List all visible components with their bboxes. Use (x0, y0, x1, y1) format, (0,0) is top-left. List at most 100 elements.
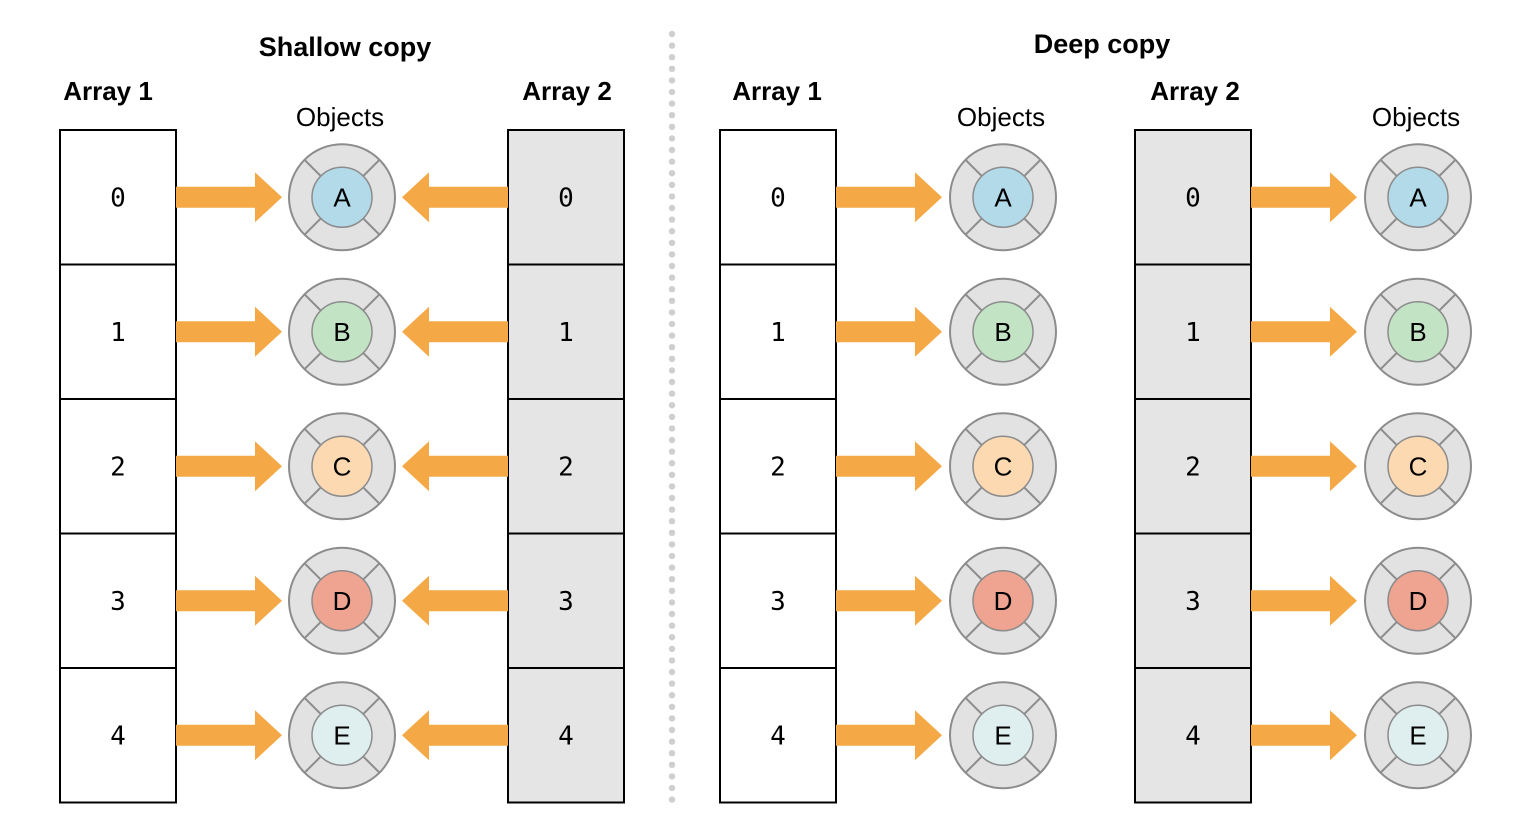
divider-dot (668, 286, 676, 293)
divider-dot (668, 738, 676, 745)
object-spoke (1438, 352, 1457, 370)
object-spoke (1379, 621, 1398, 639)
deep-array2-index: 4 (1185, 721, 1201, 751)
object-spoke (362, 159, 381, 177)
divider-dot (668, 30, 676, 38)
shallow-array2-index: 0 (558, 183, 574, 213)
divider-dot (668, 170, 676, 177)
deep-array2-cell (1134, 532, 1252, 669)
object-core (311, 301, 373, 363)
object-core (972, 166, 1034, 228)
divider-dot (668, 100, 676, 107)
divider-dot (668, 599, 676, 606)
divider-dot (668, 750, 676, 757)
deep-array2-arrow (1251, 575, 1357, 626)
deep-array2-arrow (1251, 441, 1357, 492)
shallow-array2-arrow (402, 710, 508, 761)
object-spoke (1023, 428, 1042, 446)
divider-dot (668, 355, 676, 362)
divider-dot (668, 692, 676, 699)
deep-array2-index: 0 (1185, 183, 1201, 213)
divider-dot (668, 610, 676, 618)
object-core (311, 704, 373, 766)
object-core (1387, 570, 1449, 632)
deep-array2-index: 3 (1185, 587, 1201, 617)
deep-array2-arrow (1251, 306, 1357, 357)
deep-object1-a: A (949, 143, 1057, 252)
shallow-array2-arrow (402, 575, 508, 626)
deep-array1-index: 1 (770, 318, 786, 348)
object-spoke (1023, 697, 1042, 715)
object-letter: B (333, 317, 350, 347)
divider-dot (668, 668, 676, 676)
deep-object2-b: B (1364, 277, 1472, 386)
object-spoke (1379, 352, 1398, 370)
object-core (972, 570, 1034, 632)
divider-dot (668, 297, 676, 304)
divider-dot (668, 390, 676, 397)
object-spoke (1023, 293, 1042, 312)
object-core (972, 435, 1034, 497)
shallow-object-c: C (288, 412, 396, 521)
divider-dot (668, 425, 676, 432)
deep-array1-index: 4 (770, 721, 786, 751)
shallow-array1-arrow (176, 441, 282, 492)
divider-dot (668, 402, 676, 409)
object-core (972, 301, 1034, 363)
shallow-array1-index: 4 (110, 721, 126, 751)
divider-dot (668, 506, 676, 513)
object-spoke (1379, 562, 1398, 581)
object-core (1387, 301, 1449, 363)
divider-dot (668, 715, 676, 722)
object-letter: A (1409, 182, 1427, 212)
object-letter: D (333, 586, 352, 616)
object-spoke (1438, 159, 1457, 177)
deep-array1-arrow (836, 172, 942, 223)
divider-dot (668, 274, 676, 281)
shallow-array2-cell (507, 398, 625, 535)
deep-array1-index: 2 (770, 452, 786, 482)
object-spoke (1438, 621, 1457, 639)
divider-dot (668, 413, 676, 420)
object-spoke (303, 352, 322, 370)
object-spoke (303, 217, 322, 236)
divider-dot (668, 378, 676, 386)
divider-dot (668, 332, 676, 339)
object-spoke (1438, 755, 1457, 774)
divider-dot (668, 251, 676, 258)
object-spoke (362, 428, 381, 446)
shallow-array2-label: Array 2 (522, 76, 612, 106)
section-divider (668, 30, 676, 803)
divider-dot (668, 146, 676, 154)
divider-dot (668, 436, 676, 444)
divider-dot (668, 262, 676, 270)
object-spoke (362, 562, 381, 581)
shallow-array1-arrow (176, 172, 282, 223)
divider-dot (668, 773, 676, 780)
deep-array1-arrow (836, 306, 942, 357)
divider-dot (668, 181, 676, 188)
object-spoke (1379, 293, 1398, 312)
object-spoke (1023, 621, 1042, 639)
divider-dot (668, 541, 676, 548)
object-letter: A (333, 182, 351, 212)
divider-dot (668, 622, 676, 629)
object-spoke (303, 621, 322, 639)
object-core (972, 704, 1034, 766)
shallow-array2-cell (507, 129, 625, 266)
object-spoke (303, 293, 322, 312)
deep-array2-index: 2 (1185, 452, 1201, 482)
shallow-array1-label: Array 1 (63, 76, 153, 106)
deep-array1-cell (719, 398, 837, 535)
shallow-object-a: A (288, 143, 396, 252)
object-spoke (964, 697, 983, 715)
object-spoke (362, 217, 381, 236)
divider-dot (668, 65, 676, 73)
divider-dot (668, 576, 676, 583)
object-spoke (1379, 428, 1398, 446)
object-spoke (1023, 159, 1042, 177)
deep-object2-c: C (1364, 412, 1472, 521)
shallow-objects-label: Objects (296, 102, 384, 132)
shallow-array2-index: 4 (558, 721, 574, 751)
object-spoke (362, 293, 381, 312)
